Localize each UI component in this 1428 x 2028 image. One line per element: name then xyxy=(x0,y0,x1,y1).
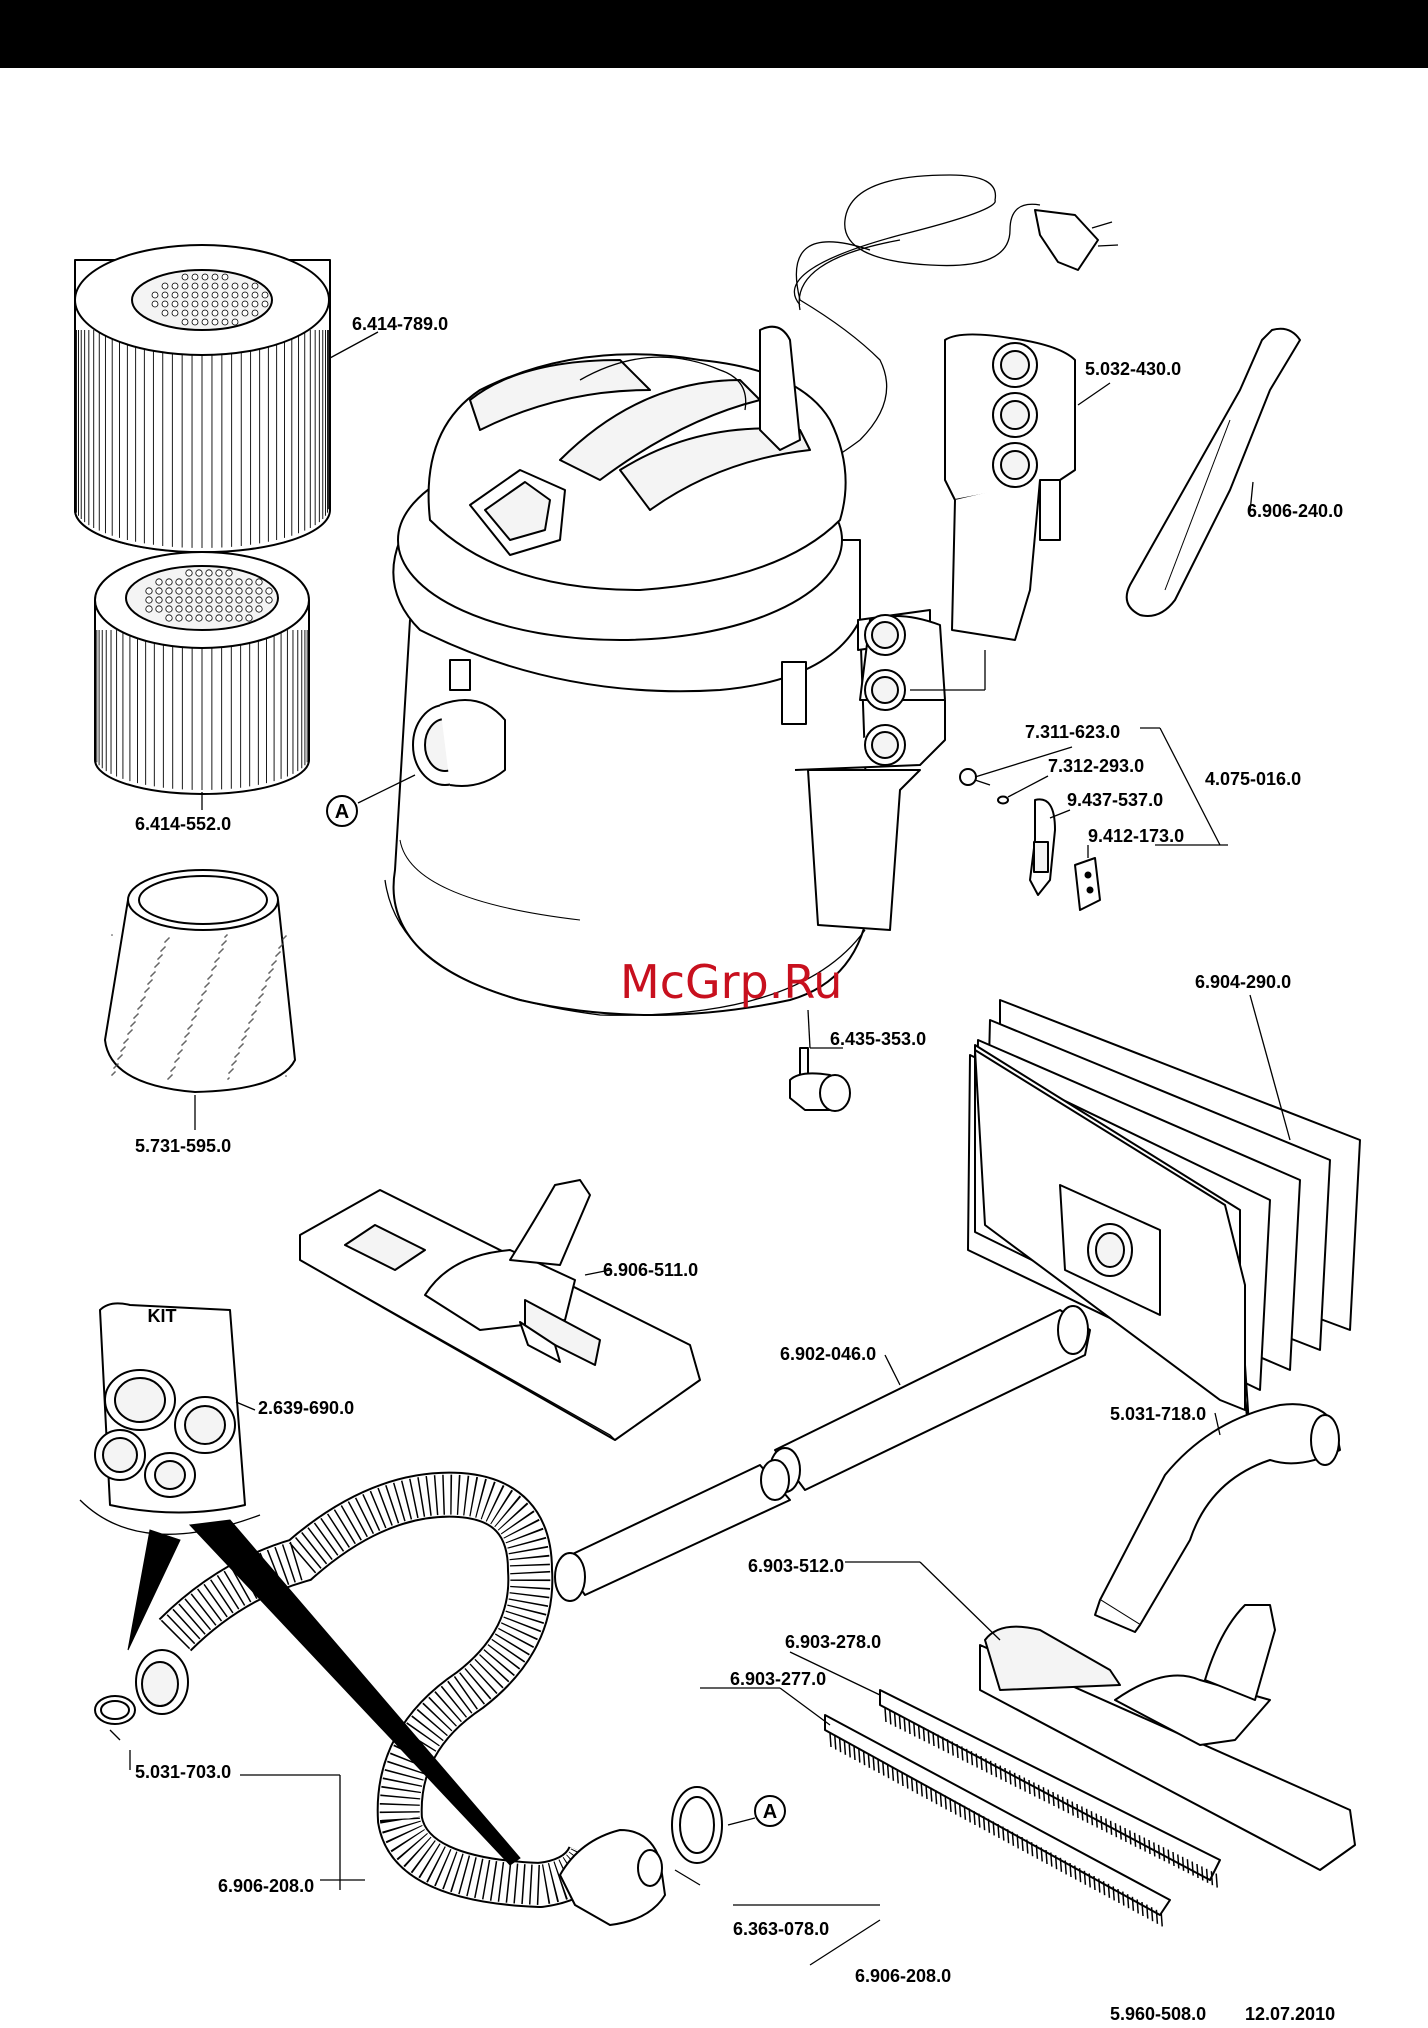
leader-lines xyxy=(109,331,1291,1966)
part-label: 6.906-208.0 xyxy=(855,1966,951,1986)
part-label: 6.903-278.0 xyxy=(785,1632,881,1652)
part-label: 4.075-016.0 xyxy=(1205,769,1301,789)
footer-date: 12.07.2010 xyxy=(1245,2004,1335,2024)
part-label: 9.437-537.0 xyxy=(1067,790,1163,810)
header-bar xyxy=(0,0,1428,68)
part-label: 6.903-512.0 xyxy=(748,1556,844,1576)
cartridge-filter-small xyxy=(94,551,310,795)
kit-pointer-arrows xyxy=(127,1519,521,1866)
vacuum-cleaner-body xyxy=(384,174,1119,1016)
suction-tubes xyxy=(554,1305,1091,1602)
part-label: 6.414-789.0 xyxy=(352,314,448,334)
part-label: 5.031-703.0 xyxy=(135,1762,231,1782)
callout-a-hose: A xyxy=(727,1795,786,1827)
callout-a-body: A xyxy=(326,774,416,827)
crevice-nozzle xyxy=(1125,327,1301,617)
part-label: 6.363-078.0 xyxy=(733,1919,829,1939)
part-label: 5.731-595.0 xyxy=(135,1136,231,1156)
part-label: 6.906-511.0 xyxy=(603,1260,698,1280)
watermark: McGrp.Ru xyxy=(620,955,842,1009)
part-label: 5.032-430.0 xyxy=(1085,359,1181,379)
part-label: 6.902-046.0 xyxy=(780,1344,876,1364)
part-label: 6.414-552.0 xyxy=(135,814,231,834)
part-label: 5.031-718.0 xyxy=(1110,1404,1206,1424)
filter-bag-sleeve xyxy=(104,869,296,1093)
part-label: 6.906-240.0 xyxy=(1247,501,1343,521)
part-label: 7.312-293.0 xyxy=(1048,756,1144,776)
kit-bag xyxy=(79,1302,261,1535)
floor-nozzle xyxy=(299,1179,701,1441)
accessory-holder xyxy=(910,333,1076,691)
callout-a-hose-text: A xyxy=(763,1801,777,1823)
part-label: 2.639-690.0 xyxy=(258,1398,354,1418)
kit-title: KIT xyxy=(148,1306,177,1326)
hose-elbow-handle xyxy=(1094,1403,1341,1633)
paper-filter-bags xyxy=(967,999,1361,1441)
part-label: 6.906-208.0 xyxy=(218,1876,314,1896)
clip-hardware xyxy=(959,768,1101,911)
part-label: 6.435-353.0 xyxy=(830,1029,926,1049)
caster-wheel xyxy=(789,1047,851,1112)
suction-hose xyxy=(94,1471,723,1926)
part-label: 7.311-623.0 xyxy=(1025,722,1120,742)
wet-floor-nozzle xyxy=(824,1604,1356,1927)
callout-a-body-text: A xyxy=(335,801,349,823)
part-label: 9.412-173.0 xyxy=(1088,826,1184,846)
part-label: 6.904-290.0 xyxy=(1195,972,1291,992)
cartridge-filter-large xyxy=(74,244,331,554)
part-label: 6.903-277.0 xyxy=(730,1669,826,1689)
footer-doc-number: 5.960-508.0 xyxy=(1110,2004,1206,2024)
